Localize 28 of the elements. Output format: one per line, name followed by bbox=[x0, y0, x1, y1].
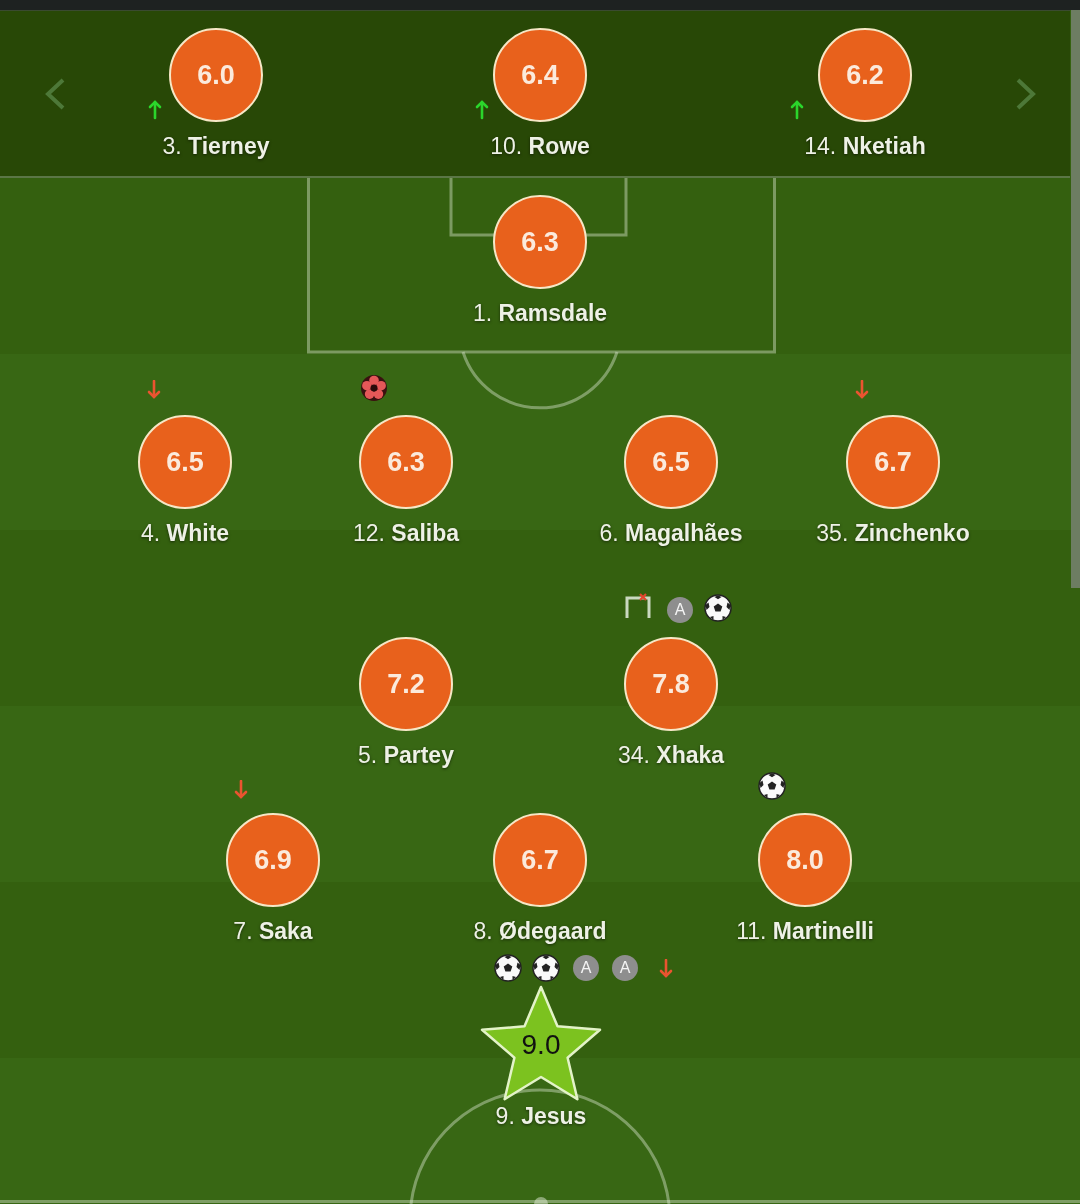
rating-value: 6.7 bbox=[521, 846, 559, 874]
rating-value: 6.5 bbox=[166, 448, 204, 476]
player-name: 9. Jesus bbox=[495, 1104, 587, 1129]
rating-value: 6.3 bbox=[387, 448, 425, 476]
player-name: 14. Nketiah bbox=[804, 134, 926, 159]
rating-value: 6.2 bbox=[846, 61, 884, 89]
rating-value: 7.2 bbox=[387, 670, 425, 698]
player-name: 34. Xhaka bbox=[617, 743, 725, 768]
player-name: 8. Ødegaard bbox=[473, 919, 607, 944]
rating-value: 6.4 bbox=[521, 61, 559, 89]
player-name: 7. Saka bbox=[233, 919, 313, 944]
rating-value: 6.0 bbox=[197, 61, 235, 89]
player-name: 3. Tierney bbox=[162, 134, 270, 159]
rating-value: 7.8 bbox=[652, 670, 690, 698]
player-name: 35. Zinchenko bbox=[816, 521, 970, 546]
player-name: 12. Saliba bbox=[352, 521, 460, 546]
rating-value: 6.9 bbox=[254, 846, 292, 874]
player-name: 11. Martinelli bbox=[736, 919, 874, 944]
player-name: 10. Rowe bbox=[490, 134, 590, 159]
rating-value: 6.3 bbox=[521, 228, 559, 256]
player-name: 4. White bbox=[140, 521, 230, 546]
rating-value: 6.5 bbox=[652, 448, 690, 476]
player-name: 5. Partey bbox=[358, 743, 454, 768]
player-name: 1. Ramsdale bbox=[472, 301, 608, 326]
player-name: 6. Magalhães bbox=[599, 521, 743, 546]
rating-value: 6.7 bbox=[874, 448, 912, 476]
rating-value: 8.0 bbox=[786, 846, 824, 874]
rating-value: 9.0 bbox=[521, 1031, 561, 1060]
